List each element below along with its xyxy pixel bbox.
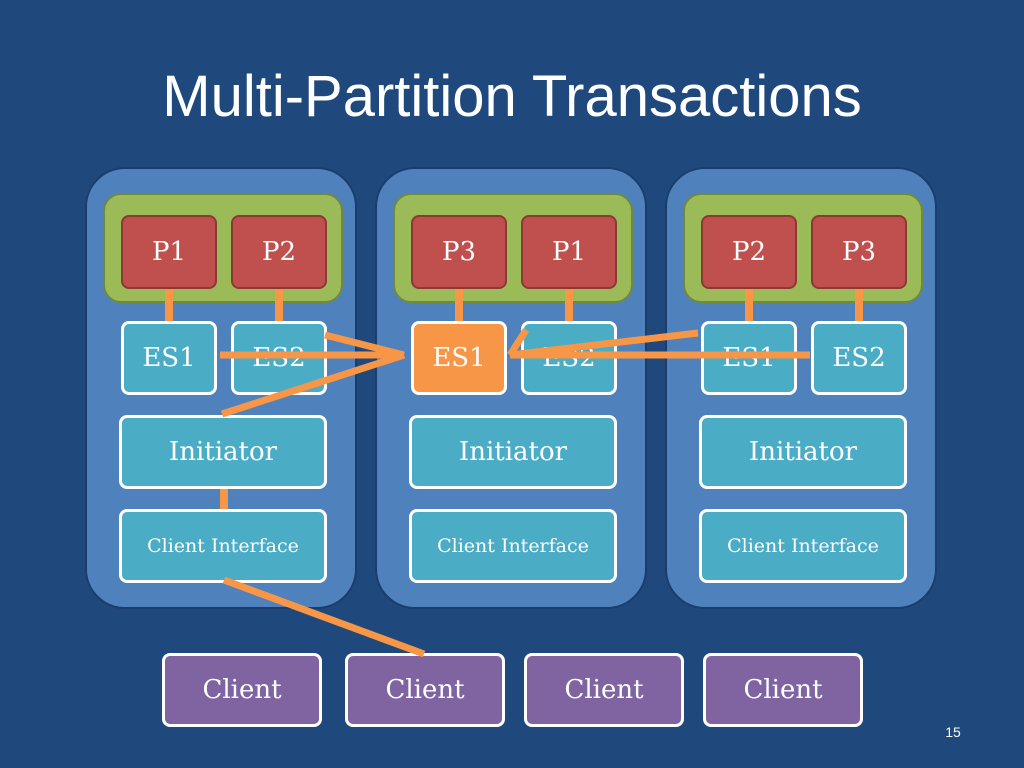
client-box: Client (345, 653, 505, 727)
connector-line (565, 289, 573, 321)
partition-box: P3 (411, 215, 507, 289)
partition-box: P2 (231, 215, 327, 289)
client-interface-box: Client Interface (119, 509, 327, 583)
client-box: Client (162, 653, 322, 727)
initiator-box: Initiator (409, 415, 617, 489)
execution-site-box: ES2 (231, 321, 327, 395)
connector-line (275, 289, 283, 321)
node-2: P3 P1 ES1 ES2 Initiator Client Interface (375, 167, 647, 609)
connector-line (220, 489, 228, 509)
execution-site-box-highlighted: ES1 (411, 321, 507, 395)
partition-box: P2 (701, 215, 797, 289)
partition-box: P1 (521, 215, 617, 289)
execution-site-box: ES1 (121, 321, 217, 395)
connector-line (165, 289, 173, 321)
connector-line (855, 289, 863, 321)
initiator-box: Initiator (699, 415, 907, 489)
client-box: Client (524, 653, 684, 727)
slide-title: Multi-Partition Transactions (162, 64, 862, 129)
connector-line (455, 289, 463, 321)
execution-site-box: ES2 (811, 321, 907, 395)
client-box: Client (703, 653, 863, 727)
execution-site-box: ES1 (701, 321, 797, 395)
execution-site-box: ES2 (521, 321, 617, 395)
initiator-box: Initiator (119, 415, 327, 489)
node-3: P2 P3 ES1 ES2 Initiator Client Interface (665, 167, 937, 609)
partition-box: P1 (121, 215, 217, 289)
node-1: P1 P2 ES1 ES2 Initiator Client Interface (85, 167, 357, 609)
partition-box: P3 (811, 215, 907, 289)
connector-line (745, 289, 753, 321)
page-number: 15 (945, 724, 961, 740)
client-interface-box: Client Interface (409, 509, 617, 583)
client-interface-box: Client Interface (699, 509, 907, 583)
